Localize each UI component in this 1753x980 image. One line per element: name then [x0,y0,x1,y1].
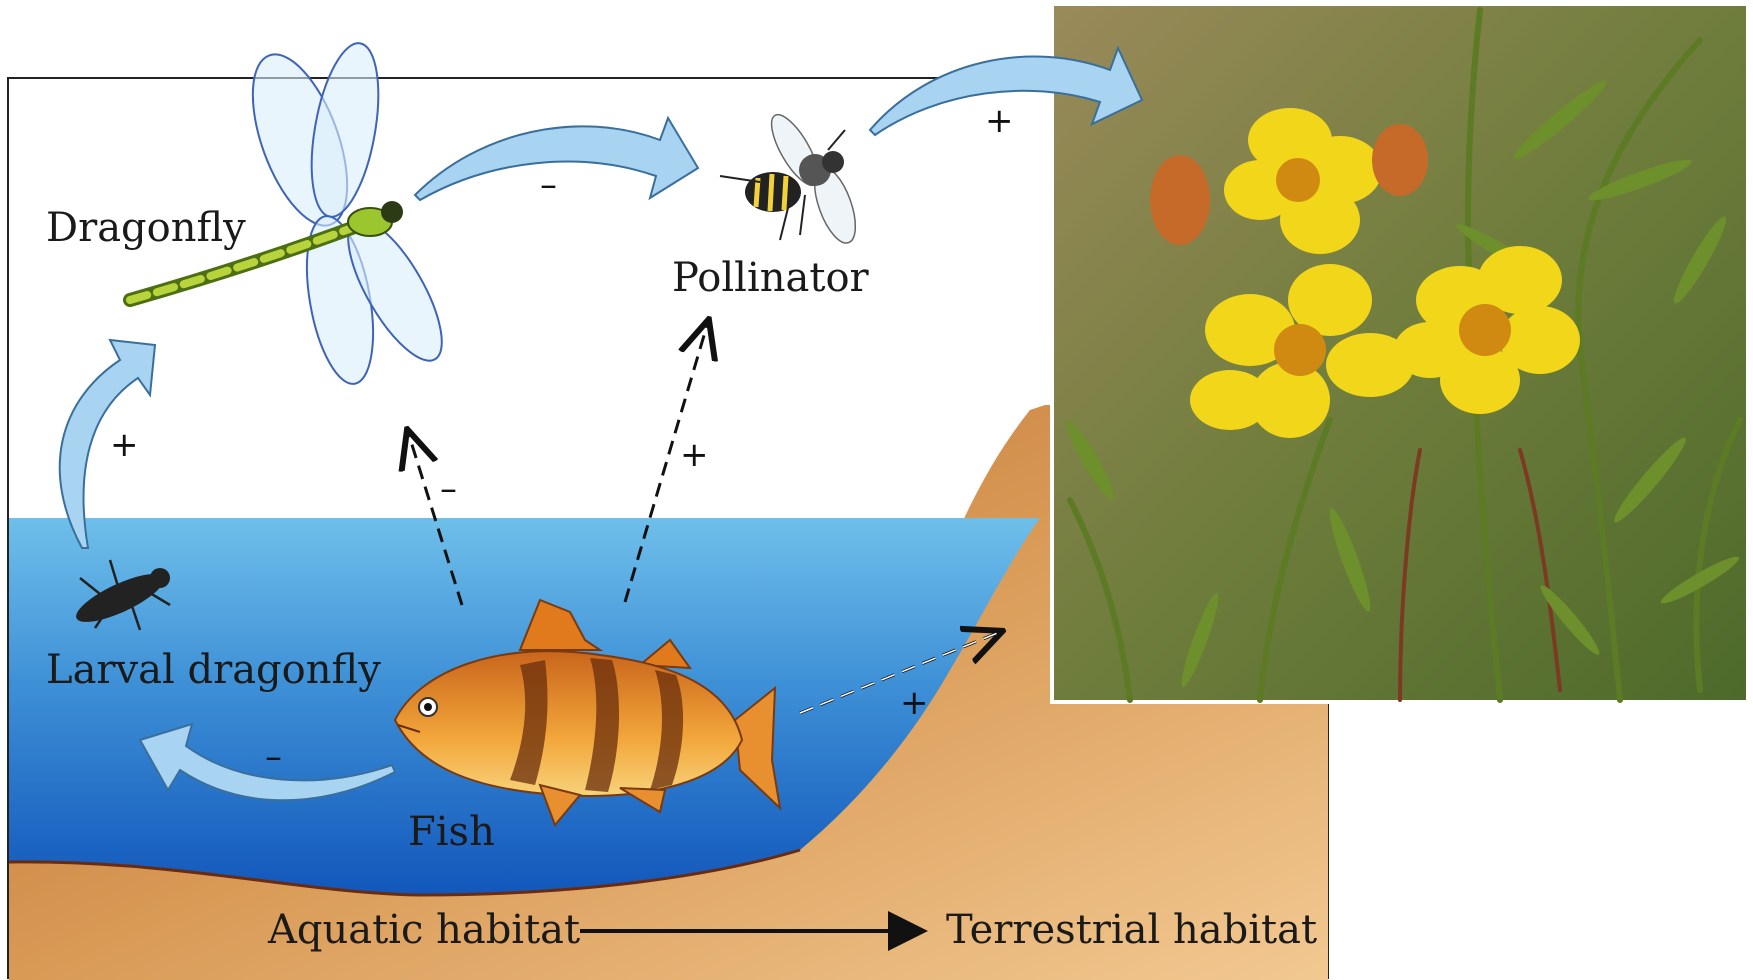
label-larval-dragonfly: Larval dragonfly [46,650,381,690]
label-dragonfly: Dragonfly [46,208,246,248]
label-aquatic-habitat: Aquatic habitat [268,910,580,950]
label-pollinator: Pollinator [672,258,869,298]
sign-fish-to-dragonfly: – [440,472,457,506]
flower-photo [1052,4,1748,702]
sign-fish-to-larva: – [265,740,282,774]
sign-dragonfly-to-pollinator: – [540,168,557,202]
label-terrestrial-habitat: Terrestrial habitat [946,910,1317,950]
sign-pollinator-to-plant: + [985,104,1014,138]
sign-larva-to-dragonfly: + [110,428,139,462]
label-fish: Fish [408,812,495,852]
sign-fish-to-terrestrial: + [900,686,929,720]
sign-fish-to-pollinator: + [680,438,709,472]
